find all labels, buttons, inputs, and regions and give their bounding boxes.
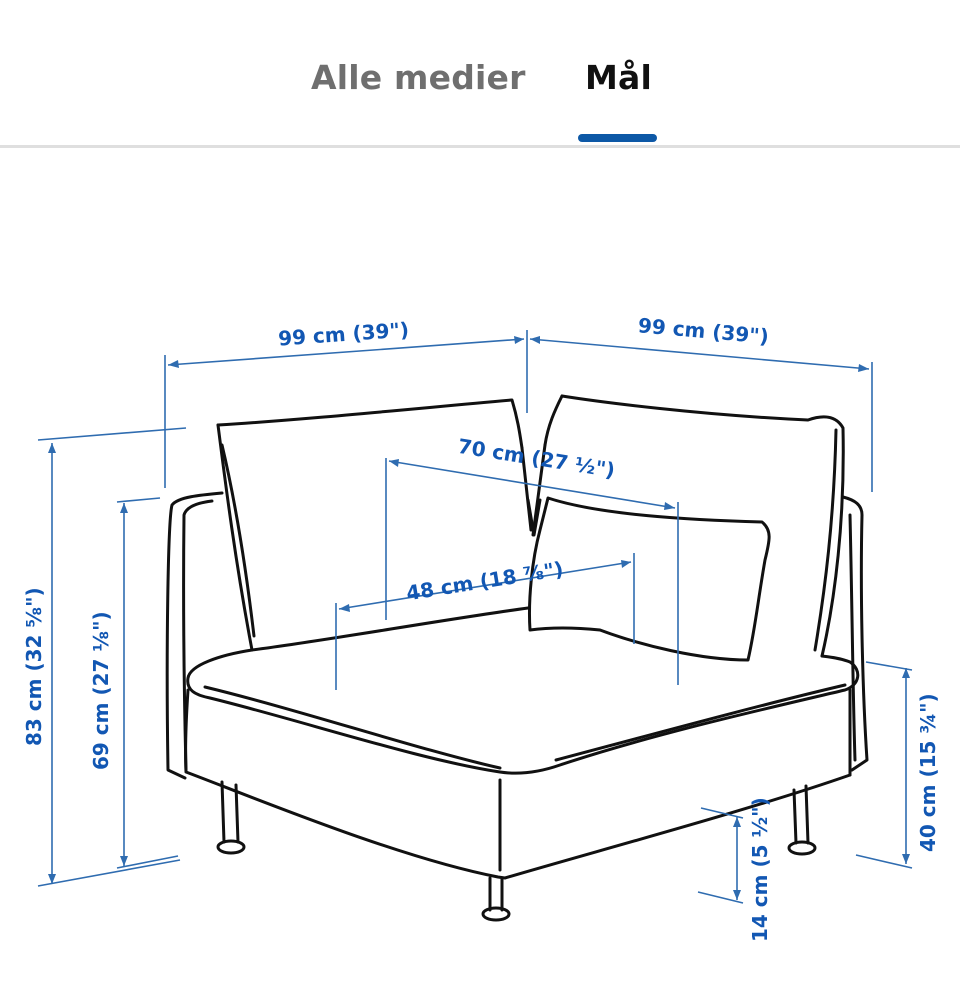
- tab-divider: [0, 145, 960, 148]
- media-tabs: Alle medier Mål: [0, 0, 960, 148]
- sofa-dimension-illustration: 99 cm (39") 99 cm (39") 70 cm (27 ½") 48…: [22, 313, 940, 942]
- sofa-drawing: [165, 394, 869, 922]
- label-width-right: 99 cm (39"): [637, 313, 770, 348]
- dimension-drawing: 99 cm (39") 99 cm (39") 70 cm (27 ½") 48…: [0, 148, 960, 981]
- label-width-left: 99 cm (39"): [277, 317, 409, 350]
- label-total-height: 83 cm (32 ⅝"): [22, 587, 46, 746]
- active-tab-indicator: [578, 134, 657, 142]
- dimension-lines: [37, 330, 913, 904]
- dimension-labels: 99 cm (39") 99 cm (39") 70 cm (27 ½") 48…: [22, 313, 940, 942]
- label-arm-height: 69 cm (27 ⅛"): [89, 611, 113, 770]
- label-seat-height: 40 cm (15 ¾"): [916, 693, 940, 852]
- tab-dimensions[interactable]: Mål: [585, 58, 653, 97]
- label-leg-height: 14 cm (5 ½"): [748, 797, 772, 942]
- label-seat-depth-back: 70 cm (27 ½"): [456, 434, 616, 483]
- label-seat-depth: 48 cm (18 ⅞"): [405, 557, 565, 606]
- tab-all-media[interactable]: Alle medier: [311, 58, 526, 97]
